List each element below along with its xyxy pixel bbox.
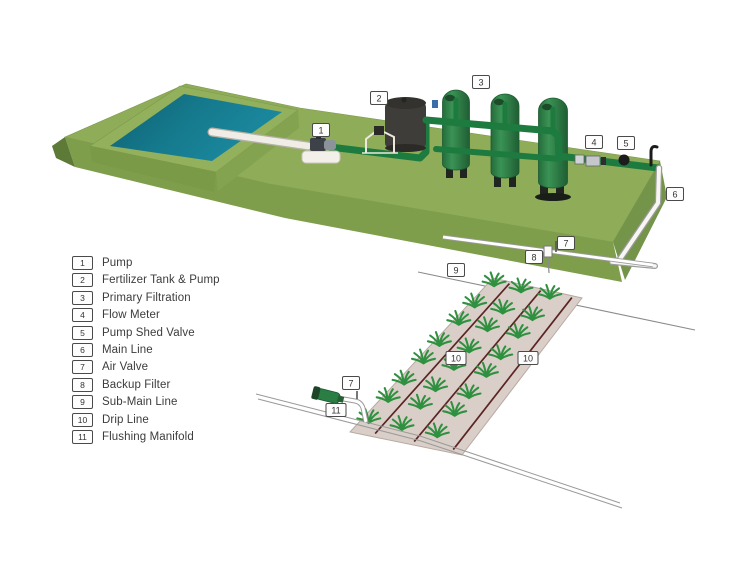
legend-item-main-line: 6 Main Line [72,342,220,357]
legend-item-fertilizer-tank-pump: 2 Fertilizer Tank & Pump [72,273,220,288]
svg-text:11: 11 [331,406,340,416]
svg-text:2: 2 [376,94,381,104]
legend-number-box: 11 [72,429,93,444]
legend-item-label: Flow Meter [102,309,160,322]
callout-7: 7 [557,236,575,250]
drip-line [374,282,511,435]
legend-item-sub-main-line: 9 Sub-Main Line [72,395,220,410]
legend-item-label: Pump Shed Valve [102,326,195,339]
legend-item-label: Flushing Manifold [102,430,194,443]
legend-item-air-valve: 7 Air Valve [72,360,220,375]
svg-text:5: 5 [623,139,628,149]
legend-item-label: Drip Line [102,413,149,426]
legend-number-box: 6 [72,342,93,357]
legend-item-label: Air Valve [102,361,149,374]
legend-number-box: 1 [72,256,93,270]
legend-number-box: 10 [72,412,93,427]
water-surface [110,94,282,161]
pump-shed-valve [618,154,630,166]
legend-number-box: 2 [72,273,93,288]
legend-item-drip-line: 10 Drip Line [72,412,220,427]
svg-text:7: 7 [348,379,353,389]
callout-3: 3 [472,75,490,89]
water-reservoir [89,85,299,192]
callout-7: 7 [342,376,360,390]
svg-text:4: 4 [591,138,596,148]
legend-number-box: 7 [72,360,93,375]
drip-line [452,297,573,451]
callout-4: 4 [585,135,603,149]
backup-filter [543,245,553,258]
callout-10: 10 [517,351,539,365]
inlet-valve-blue [432,100,438,108]
flushing-valve [311,386,345,404]
legend-item-label: Primary Filtration [102,291,191,304]
legend-number-box: 4 [72,308,93,323]
svg-text:9: 9 [453,266,458,276]
legend-item-label: Main Line [102,343,153,356]
svg-text:1: 1 [318,126,323,136]
field-plot [349,271,583,456]
legend-item-label: Pump [102,257,133,269]
legend-number-box: 3 [72,290,93,305]
flushing-manifold [311,386,369,423]
legend-item-primary-filtration: 3 Primary Filtration [72,290,220,305]
svg-text:10: 10 [523,354,533,364]
callout-1: 1 [312,123,330,137]
callout-10: 10 [445,351,467,365]
svg-text:3: 3 [478,78,483,88]
legend-item-flushing-manifold: 11 Flushing Manifold [72,429,220,444]
fertilizer-injector [362,131,398,154]
boundary-line [255,393,623,509]
svg-text:8: 8 [531,253,536,263]
legend-item-backup-filter: 8 Backup Filter [72,377,220,392]
legend-item-flow-meter: 4 Flow Meter [72,308,220,323]
header-line [442,234,654,274]
filter-tank-3 [538,97,568,189]
legend-item-pump: 1 Pump [72,256,220,270]
legend-number-box: 5 [72,325,93,340]
callout-8: 8 [525,250,543,264]
svg-text:7: 7 [563,239,568,249]
pump [301,132,341,164]
callout-5: 5 [617,136,635,150]
callout-11: 11 [325,403,347,417]
legend: 1 Pump 2 Fertilizer Tank & Pump 3 Primary Fil… [72,256,220,444]
svg-text:6: 6 [672,190,677,200]
air-release-pipe [649,145,659,167]
suction-pipe [207,127,313,151]
legend-item-pump-shed-valve: 5 Pump Shed Valve [72,325,220,340]
legend-number-box: 8 [72,377,93,392]
legend-number-box: 9 [72,395,93,410]
callout-2: 2 [370,91,388,105]
flow-meter [574,154,606,167]
legend-item-label: Backup Filter [102,378,171,391]
legend-item-label: Fertilizer Tank & Pump [102,274,220,287]
svg-text:10: 10 [451,354,461,364]
callout-labels: 1 2 3 4 5 6 7 8 9 10 10 7 11 [312,75,684,417]
fertilizer-tank [362,97,426,154]
callout-6: 6 [666,187,684,201]
callout-9: 9 [447,263,465,277]
legend-item-label: Sub-Main Line [102,396,178,409]
